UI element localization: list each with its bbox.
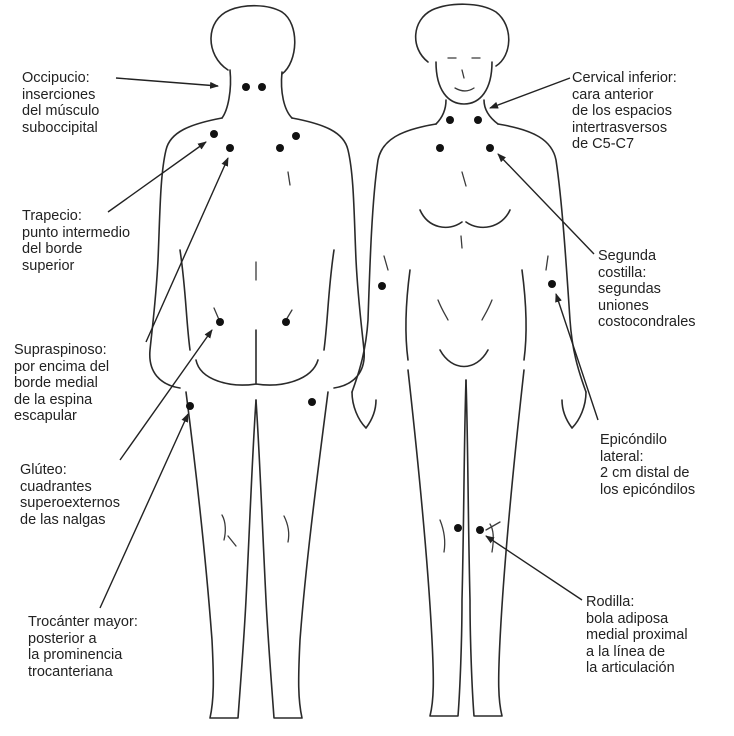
label-cervical-inferior: Cervical inferior: cara anterior de los …: [572, 70, 677, 153]
label-epicondilo-lateral: Epicóndilo lateral: 2 cm distal de los e…: [600, 432, 695, 498]
label-supraspinoso: Supraspinoso: por encima del borde media…: [14, 342, 109, 425]
label-rodilla: Rodilla: bola adiposa medial proximal a …: [586, 594, 688, 677]
front-view-figure: [352, 4, 586, 716]
tender-points: [186, 83, 556, 534]
label-trocanter: Trocánter mayor: posterior a la prominen…: [28, 614, 138, 680]
back-view-figure: [150, 6, 364, 718]
label-gluteo: Glúteo: cuadrantes superoexternos de las…: [20, 462, 120, 528]
label-trapecio: Trapecio: punto intermedio del borde sup…: [22, 208, 130, 274]
label-occipucio: Occipucio: inserciones del músculo suboc…: [22, 70, 99, 136]
label-segunda-costilla: Segunda costilla: segundas uniones costo…: [598, 248, 696, 331]
